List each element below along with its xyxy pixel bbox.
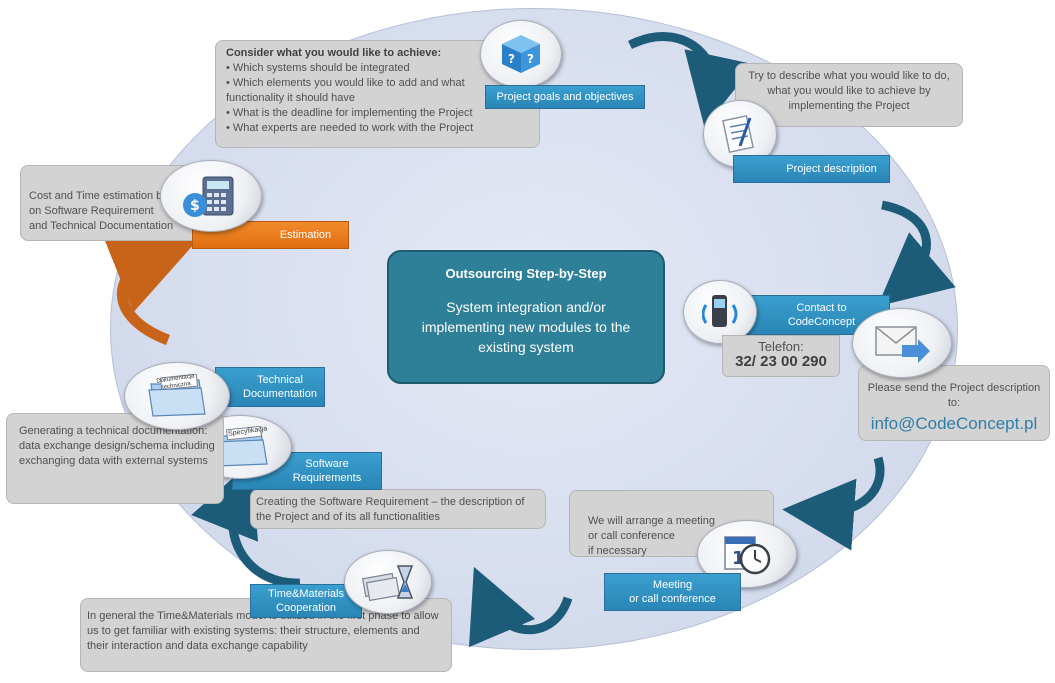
meeting-text: We will arrange a meeting or call confer…	[588, 515, 715, 557]
goals-bullet: • What is the deadline for implementing …	[226, 107, 473, 119]
envelope-icon	[852, 308, 952, 378]
phone-icon	[683, 280, 757, 344]
technical-documentation-note: Generating a technical documentation: da…	[6, 413, 224, 504]
email-text: Please send the Project description to:	[867, 382, 1041, 409]
phone-number[interactable]: 32/ 23 00 290	[735, 353, 827, 370]
center-box: Outsourcing Step-by-Step System integrat…	[387, 250, 665, 384]
software-requirements-note: Creating the Software Requirement – the …	[250, 489, 546, 529]
email-note: Please send the Project description to: …	[858, 365, 1050, 441]
folder-docs-icon	[124, 362, 230, 430]
goals-label[interactable]: Project goals and objectives	[485, 85, 645, 109]
money-hourglass-icon	[344, 550, 432, 614]
email-address-link[interactable]: info@CodeConcept.pl	[870, 414, 1038, 433]
goals-bullet: • Which systems should be integrated	[226, 62, 410, 74]
svg-text:$: $	[190, 198, 200, 214]
meeting-label[interactable]: Meeting or call conference	[604, 573, 741, 611]
phone-label: Telefon:	[758, 339, 804, 354]
calendar-clock-icon: 1	[697, 520, 797, 588]
description-label[interactable]: Project description	[733, 155, 890, 183]
technical-documentation-label[interactable]: Technical Documentation	[215, 367, 325, 407]
description-text: Try to describe what you would like to d…	[748, 70, 950, 112]
contact-phone-box: Telefon: 32/ 23 00 290	[722, 335, 840, 377]
arrow-time-to-software	[191, 461, 301, 588]
technical-documentation-text: Generating a technical documentation: da…	[19, 425, 215, 467]
svg-text:?: ?	[508, 52, 515, 66]
goals-bullet: • What experts are needed to work with t…	[226, 122, 474, 134]
goals-heading: Consider what you would like to achieve:	[226, 47, 442, 59]
arrow-goals-to-description	[627, 32, 755, 128]
center-subtitle: System integration and/or implementing n…	[421, 299, 631, 355]
calculator-money-icon: $	[160, 160, 262, 232]
svg-text:?: ?	[527, 52, 534, 66]
arrow-meeting-to-time	[468, 566, 573, 648]
goals-bullet: • Which elements you would like to add a…	[226, 77, 465, 104]
contact-label[interactable]: Contact to CodeConcept	[733, 295, 890, 335]
description-note: Try to describe what you would like to d…	[735, 63, 963, 127]
arrow-email-to-meeting	[782, 456, 885, 551]
arrow-return-to-estimation	[100, 230, 199, 346]
cube-question-icon: ? ?	[480, 20, 562, 88]
arrow-description-to-contact	[877, 200, 956, 307]
estimation-text: Cost and Time estimation based on Softwa…	[29, 190, 186, 232]
time-materials-label[interactable]: Time&Materials Cooperation	[250, 584, 362, 618]
software-requirements-text: Creating the Software Requirement – the …	[256, 496, 525, 523]
center-title: Outsourcing Step-by-Step	[445, 266, 607, 281]
